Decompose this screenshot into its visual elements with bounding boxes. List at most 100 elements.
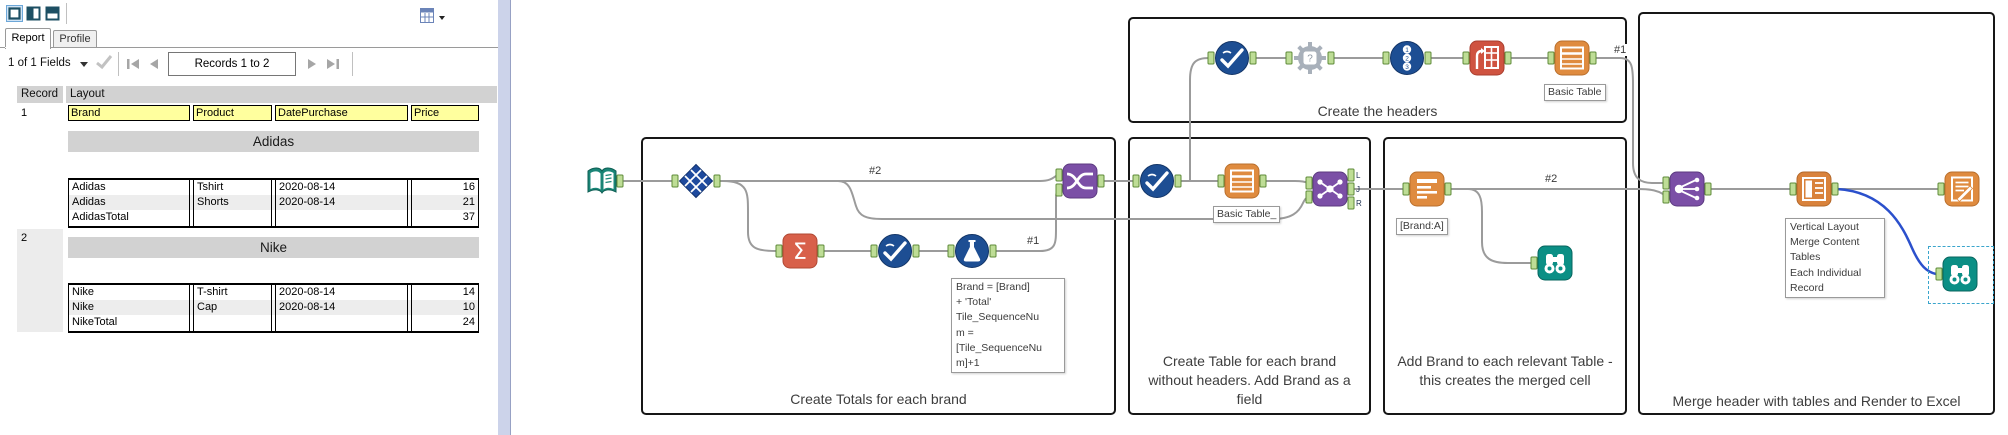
horizontal-split-layout-button[interactable]	[44, 5, 61, 22]
formula-tool[interactable]	[954, 233, 990, 269]
macro-gear-tool[interactable]: ?	[1292, 40, 1328, 76]
cell: 10	[411, 300, 479, 315]
table-row: Nike Cap 2020-08-14 10	[68, 300, 479, 315]
col-header-product: Product	[193, 105, 272, 121]
next-record-button[interactable]	[306, 58, 318, 70]
browse-tool-output[interactable]	[1942, 256, 1978, 292]
col-header-price: Price	[411, 105, 479, 121]
table-rule	[68, 283, 479, 285]
cell: 2020-08-14	[275, 180, 408, 195]
cell: Nike	[68, 285, 190, 300]
records-range-input[interactable]: Records 1 to 2	[168, 52, 296, 76]
container-label-headers: Create the headers	[1317, 103, 1438, 119]
crossing-streams-icon	[1062, 163, 1098, 199]
check-circle-icon	[1140, 164, 1174, 198]
book-icon	[587, 167, 617, 195]
binoculars-icon	[1537, 245, 1573, 281]
table-rule	[68, 226, 479, 228]
container-create-headers[interactable]	[1128, 17, 1627, 123]
basic-table-annotation[interactable]: Basic Table	[1544, 84, 1606, 101]
container-label-totals: Create Totals for each brand	[790, 391, 967, 407]
last-record-button[interactable]	[326, 58, 340, 70]
summarize-tool[interactable]: Σ	[782, 233, 818, 269]
layout-tool[interactable]	[1796, 171, 1832, 207]
cell: 37	[411, 210, 479, 226]
table-icon	[1224, 163, 1260, 199]
brand-a-annotation[interactable]: [Brand:A]	[1396, 218, 1448, 235]
table-row: Nike T-shirt 2020-08-14 14	[68, 285, 479, 300]
single-pane-layout-button[interactable]	[6, 5, 23, 22]
previous-record-button[interactable]	[148, 58, 160, 70]
brand-title-bar: Nike	[68, 237, 479, 258]
fields-dropdown[interactable]: 1 of 1 Fields	[8, 57, 71, 69]
cell: AdidasTotal	[68, 210, 190, 226]
cell: Tshirt	[193, 180, 272, 195]
blue-diamond-icon	[678, 163, 714, 199]
table-arrow-icon	[1469, 40, 1505, 76]
input-data-tool[interactable]	[584, 163, 620, 199]
select-tool-tables[interactable]	[1139, 163, 1175, 199]
browse-tool[interactable]	[1537, 245, 1573, 281]
cell: Nike	[68, 300, 190, 315]
fields-dropdown-caret-icon[interactable]	[80, 61, 89, 68]
toolbar-separator	[66, 3, 67, 24]
formula-annotation[interactable]: Brand = [Brand] + 'Total' Tile_SequenceN…	[951, 278, 1065, 374]
join-multiple-tool[interactable]	[1669, 171, 1705, 207]
svg-text:Σ: Σ	[793, 240, 807, 265]
connection-label: #2	[868, 165, 883, 177]
layout-annotation[interactable]: Vertical Layout Merge Content Tables Eac…	[1785, 218, 1885, 299]
join-tool[interactable]	[1312, 171, 1348, 207]
connection-label: #1	[1613, 44, 1628, 56]
tab-report[interactable]: Report	[5, 28, 51, 49]
sigma-icon: Σ	[782, 233, 818, 269]
render-tool[interactable]	[1944, 171, 1980, 207]
svg-text:1: 1	[1405, 47, 1409, 54]
document-lines-icon	[1409, 171, 1445, 207]
cell: 2020-08-14	[275, 300, 408, 315]
record-number-2: 2	[17, 229, 63, 332]
first-record-button[interactable]	[126, 58, 140, 70]
cell: Cap	[193, 300, 272, 315]
panel-scrollbar[interactable]	[498, 0, 511, 435]
table-row: NikeTotal 24	[68, 315, 479, 331]
network-icon	[1312, 171, 1348, 207]
select-tool-headers[interactable]	[1214, 40, 1250, 76]
table-row: AdidasTotal 37	[68, 210, 479, 226]
cell	[193, 315, 272, 331]
report-header-row: Brand Product DatePurchase Price	[68, 105, 479, 121]
tabs-divider	[0, 47, 498, 48]
basic-table-tool[interactable]	[1224, 163, 1260, 199]
cell: Adidas	[68, 195, 190, 210]
nav-separator	[118, 52, 119, 76]
cell: 24	[411, 315, 479, 331]
tab-profile[interactable]: Profile	[53, 30, 97, 48]
layout-columns-icon	[1796, 171, 1832, 207]
basic-table-annotation-2[interactable]: Basic Table_	[1213, 206, 1281, 223]
cell	[275, 210, 408, 226]
crosstab-tool[interactable]	[1469, 40, 1505, 76]
select-tool[interactable]	[877, 233, 913, 269]
basic-table-tool-headers[interactable]	[1554, 40, 1590, 76]
connection-label: #2	[1544, 173, 1559, 185]
check-circle-icon	[878, 234, 912, 268]
cell: 14	[411, 285, 479, 300]
table-row: Adidas Shorts 2020-08-14 21	[68, 195, 479, 210]
cell: NikeTotal	[68, 315, 190, 331]
union-tool[interactable]	[1062, 163, 1098, 199]
cell: 21	[411, 195, 479, 210]
container-merge-render[interactable]	[1638, 12, 1995, 415]
report-text-tool[interactable]	[1409, 171, 1445, 207]
cell	[275, 315, 408, 331]
vertical-split-layout-button[interactable]	[25, 5, 42, 22]
selection-marquee	[1928, 246, 1994, 304]
container-label-merge: Merge header with tables and Render to E…	[1672, 393, 1961, 409]
table-options-dropdown[interactable]	[419, 7, 449, 24]
tile-tool[interactable]	[678, 163, 714, 199]
layout-column-header: Layout	[66, 86, 497, 103]
chevron-down-icon	[439, 16, 445, 20]
cell: Adidas	[68, 180, 190, 195]
table-row: Adidas Tshirt 2020-08-14 16	[68, 180, 479, 195]
table-icon	[1554, 40, 1590, 76]
cell: T-shirt	[193, 285, 272, 300]
